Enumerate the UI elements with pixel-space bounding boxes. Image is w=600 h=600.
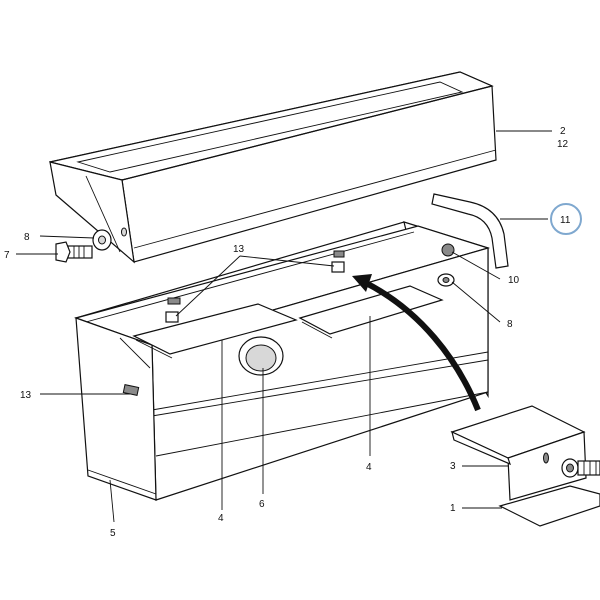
bent-rod-11 — [431, 193, 509, 269]
callout-13-end: 13 — [20, 390, 32, 401]
cable-hole-inner — [245, 344, 277, 372]
callout-4-right: 4 — [366, 462, 372, 473]
bracket-base-plate-1 — [498, 485, 600, 527]
highlight-circle-11[interactable] — [550, 203, 582, 235]
leader-10 — [451, 251, 501, 280]
lid-front-edge — [121, 85, 493, 181]
lid-bottom-lip — [133, 149, 497, 249]
box-front-rib-bottom — [155, 391, 489, 457]
box-rim-inner — [85, 231, 415, 323]
bolt-shank-7 — [67, 245, 93, 259]
washer-8-right-hole — [442, 277, 450, 283]
bracket-slot — [543, 452, 549, 464]
leader-5 — [109, 479, 115, 523]
assembly-arrowhead — [352, 274, 372, 292]
callout-10: 10 — [508, 275, 520, 286]
callout-6: 6 — [259, 499, 265, 510]
box-left-end — [75, 317, 157, 501]
callout-7: 7 — [4, 250, 10, 261]
washer-8-left-hole — [98, 235, 106, 245]
bracket-bolt — [577, 460, 600, 476]
clip-slot-right — [333, 250, 345, 258]
box-bottom-edge — [87, 469, 157, 495]
clip-left — [165, 311, 179, 323]
clip-right — [331, 261, 345, 273]
mounting-bracket — [450, 405, 600, 527]
bracket-washer-hole — [566, 463, 574, 473]
assembly-arrow — [362, 279, 481, 412]
callout-8-left: 8 — [24, 232, 30, 243]
callout-1: 1 — [450, 503, 456, 514]
pad-left-thickness — [135, 339, 173, 359]
leader-8-right — [451, 281, 501, 323]
callout-12: 12 — [557, 139, 569, 150]
lid-cover — [48, 71, 497, 264]
callout-3: 3 — [450, 461, 456, 472]
pad-right-thickness — [301, 321, 333, 339]
callout-5: 5 — [110, 528, 116, 539]
end-clip-slot — [122, 384, 140, 396]
callout-11[interactable]: 11 — [560, 215, 571, 226]
callout-13-top: 13 — [233, 244, 245, 255]
nut-10 — [441, 243, 455, 257]
lid-top-recess — [76, 81, 464, 173]
lid-end-inner-line — [85, 175, 121, 253]
box-front-rib-upper — [151, 351, 489, 411]
bolt-head-7 — [55, 241, 71, 263]
callout-2: 2 — [560, 126, 566, 137]
bracket-top-edge — [451, 430, 511, 466]
callout-8-right: 8 — [507, 319, 513, 330]
bracket-vertical-plate — [507, 431, 587, 501]
insulating-pad-right — [298, 285, 444, 335]
leader-13-left — [175, 255, 241, 317]
battery-box — [73, 221, 491, 501]
lid-bolt-hole — [121, 227, 127, 237]
leader-8-left — [39, 235, 95, 239]
leader-13-right — [239, 255, 335, 267]
box-end-fold-line — [119, 337, 151, 369]
bolt-and-washer — [55, 229, 112, 263]
clip-slot-left — [167, 297, 181, 305]
insulating-pad-left — [132, 303, 298, 355]
leader-lines — [16, 130, 552, 523]
callout-4-left: 4 — [218, 513, 224, 524]
box-front-rib-lower — [151, 359, 489, 417]
